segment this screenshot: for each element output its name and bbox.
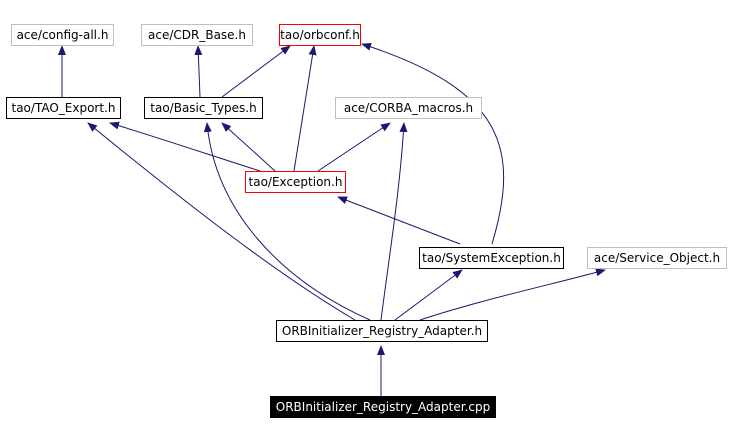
node-tao-exception[interactable]: tao/Exception.h (245, 171, 346, 193)
node-ace-config-all[interactable]: ace/config-all.h (11, 24, 114, 46)
edge-adapter-to-service-object (419, 268, 606, 321)
node-ace-cdr-base[interactable]: ace/CDR_Base.h (141, 24, 253, 46)
node-tao-basic-types[interactable]: tao/Basic_Types.h (144, 97, 263, 119)
node-orbinitializer-registry-adapter-h[interactable]: ORBInitializer_Registry_Adapter.h (276, 320, 488, 342)
node-orbinitializer-registry-adapter-cpp[interactable]: ORBInitializer_Registry_Adapter.cpp (270, 396, 496, 418)
node-ace-corba-macros[interactable]: ace/CORBA_macros.h (335, 97, 482, 119)
edge-adapter-to-system-exception (394, 269, 463, 321)
edge-system-exception-to-orbconf (361, 42, 505, 245)
edge-adapter-to-tao-export (87, 122, 356, 321)
node-ace-service-object[interactable]: ace/Service_Object.h (587, 247, 727, 269)
node-tao-tao-export[interactable]: tao/TAO_Export.h (6, 97, 121, 119)
node-tao-system-exception[interactable]: tao/SystemException.h (419, 247, 564, 269)
edge-adapter-to-corba-macros (380, 122, 408, 321)
edge-exception-to-orbconf (293, 45, 317, 172)
edge-exception-to-basic-types (221, 122, 276, 172)
node-tao-orbconf[interactable]: tao/orbconf.h (279, 24, 361, 46)
edge-exception-to-tao-export (109, 121, 261, 172)
edge-system-exception-to-exception (337, 196, 461, 245)
edge-basic-types-to-orbconf (221, 45, 291, 98)
edge-exception-to-corba-macros (317, 122, 391, 172)
edge-basic-types-to-cdr-base (194, 45, 203, 98)
